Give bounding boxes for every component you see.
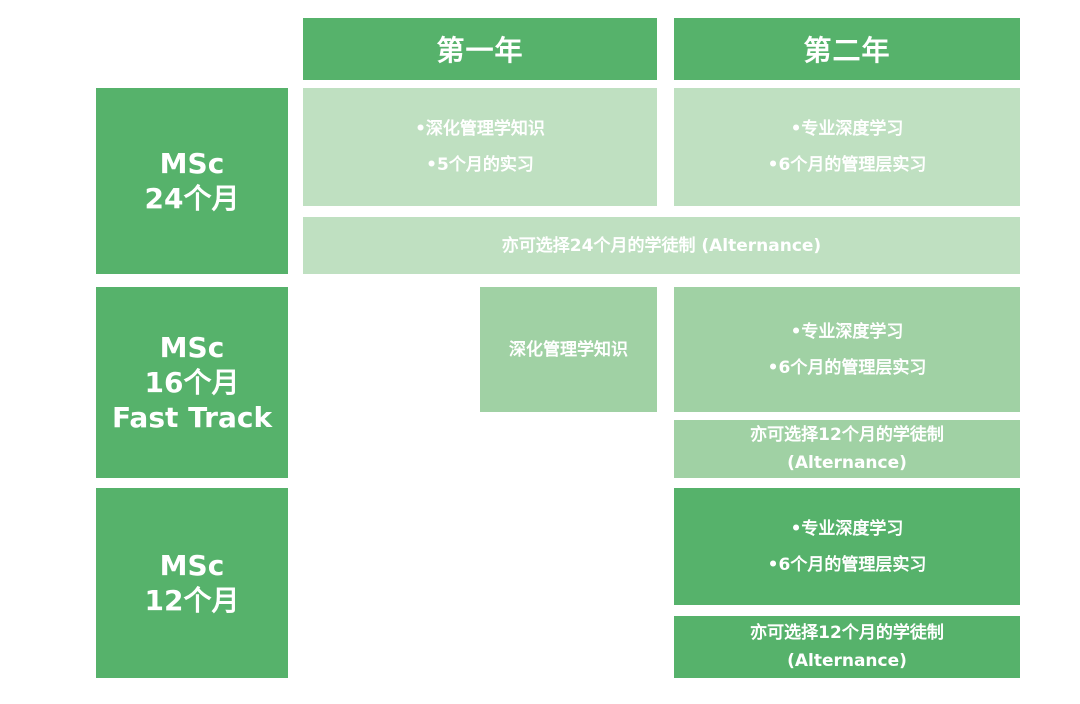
cell-line: (Alternance) (787, 453, 907, 473)
program-label-line: MSc (159, 549, 225, 582)
cell-line: 亦可选择12个月的学徒制 (750, 425, 944, 445)
msc12-year2-cell: •专业深度学习 •6个月的管理层实习 (674, 488, 1020, 605)
program-label-msc-16: MSc 16个月 Fast Track (96, 287, 288, 478)
program-label-msc-12: MSc 12个月 (96, 488, 288, 678)
cell-line: •6个月的管理层实习 (767, 155, 927, 175)
cell-line: •专业深度学习 (790, 321, 904, 342)
program-label-line: 16个月 (144, 366, 240, 399)
program-label-line: 24个月 (144, 182, 240, 215)
cell-line: 亦可选择12个月的学徒制 (750, 623, 944, 643)
cell-line: •5个月的实习 (426, 155, 534, 175)
header-year-1-label: 第一年 (436, 34, 524, 67)
cell-line: •6个月的管理层实习 (767, 554, 927, 575)
cell-line: •深化管理学知识 (415, 119, 545, 139)
header-year-2: 第二年 (674, 18, 1020, 80)
program-label-line: MSc (159, 331, 225, 364)
msc16-year2-cell: •专业深度学习 •6个月的管理层实习 (674, 287, 1020, 412)
program-label-line: 12个月 (144, 584, 240, 617)
program-label-line: Fast Track (111, 401, 273, 434)
msc12-alternance-cell: 亦可选择12个月的学徒制 (Alternance) (674, 616, 1020, 678)
cell-line: 亦可选择24个月的学徒制 (Alternance) (501, 235, 822, 256)
msc16-year1-cell: 深化管理学知识 (480, 287, 657, 412)
cell-line: 深化管理学知识 (509, 339, 628, 360)
msc16-alternance-cell: 亦可选择12个月的学徒制 (Alternance) (674, 420, 1020, 478)
cell-line: •6个月的管理层实习 (767, 357, 927, 378)
header-year-2-label: 第二年 (803, 34, 891, 67)
program-label-line: MSc (159, 147, 225, 180)
msc24-year2-cell: •专业深度学习 •6个月的管理层实习 (674, 88, 1020, 206)
msc24-alternance-cell: 亦可选择24个月的学徒制 (Alternance) (303, 217, 1020, 274)
msc24-year1-cell: •深化管理学知识 •5个月的实习 (303, 88, 657, 206)
program-label-msc-24: MSc 24个月 (96, 88, 288, 274)
cell-line: (Alternance) (787, 651, 907, 671)
header-year-1: 第一年 (303, 18, 657, 80)
cell-line: •专业深度学习 (790, 119, 904, 139)
cell-line: •专业深度学习 (790, 518, 904, 539)
